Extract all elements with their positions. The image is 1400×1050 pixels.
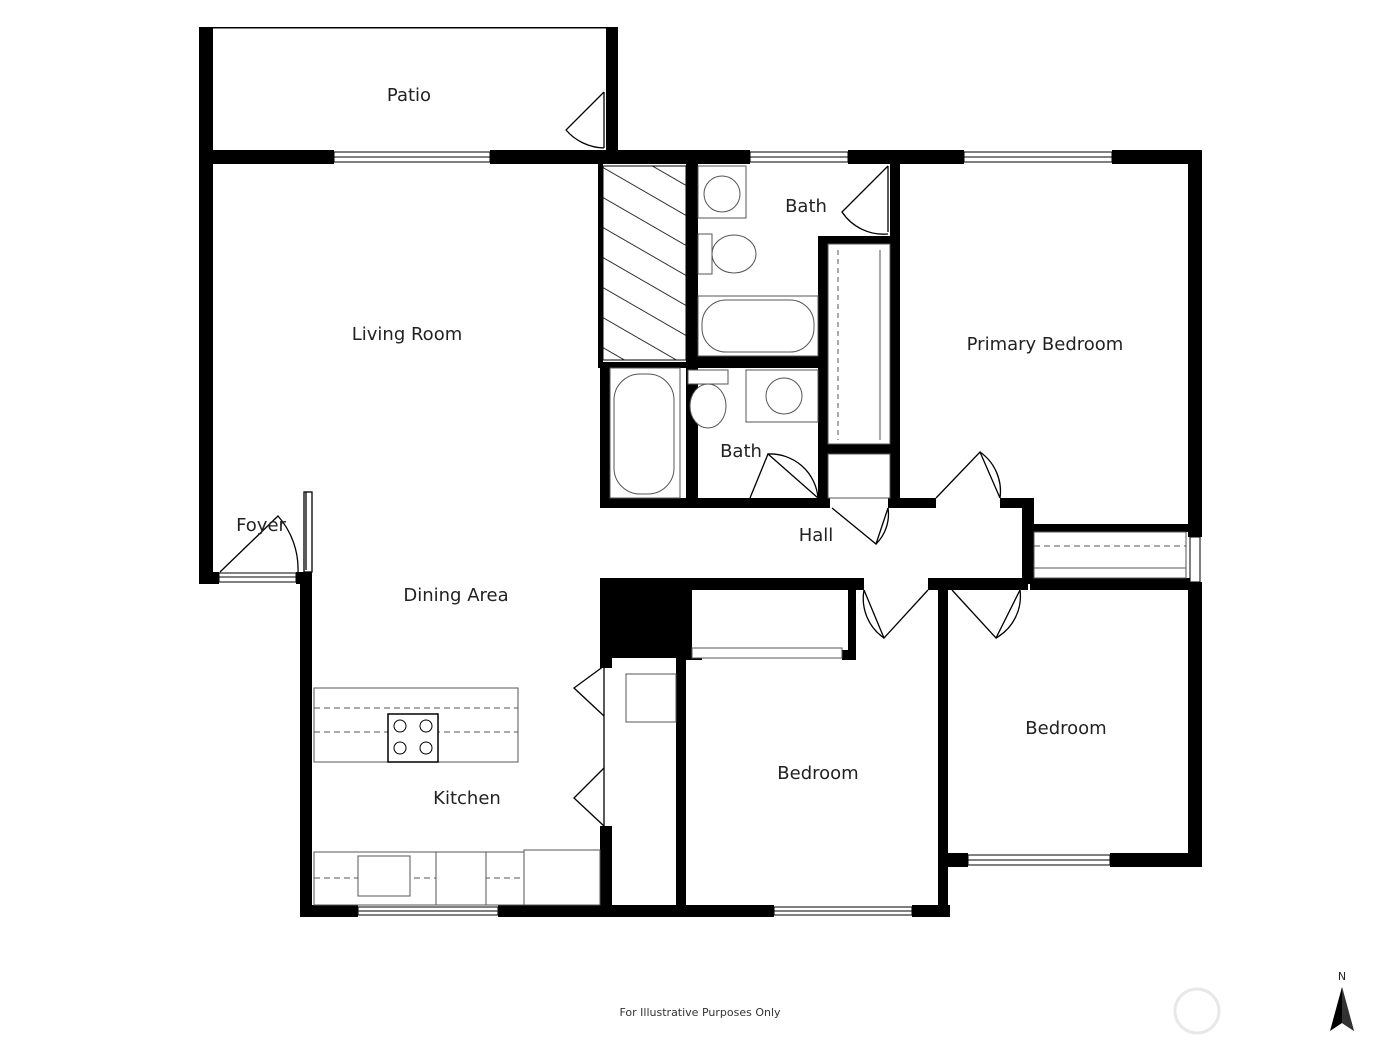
walls <box>199 27 1202 917</box>
fixtures <box>313 165 1187 906</box>
windows <box>218 151 1201 916</box>
north-arrow-icon <box>1330 987 1354 1031</box>
room-label-dining-area: Dining Area <box>403 585 508 606</box>
room-labels: Patio Living Room Bath Bath Primary Bedr… <box>236 85 1123 809</box>
room-label-hall: Hall <box>799 525 834 546</box>
room-label-living-room: Living Room <box>352 324 463 345</box>
room-label-kitchen: Kitchen <box>433 788 501 809</box>
room-label-patio: Patio <box>387 85 431 106</box>
room-label-bath-lower: Bath <box>720 441 762 462</box>
doors <box>219 91 1022 827</box>
watermark-logo <box>1173 987 1221 1035</box>
compass-north-label: N <box>1337 970 1347 983</box>
disclaimer-text: For Illustrative Purposes Only <box>619 1006 781 1019</box>
room-label-bath-upper: Bath <box>785 196 827 217</box>
room-label-bedroom-right: Bedroom <box>1025 718 1106 739</box>
room-label-foyer: Foyer <box>236 515 286 536</box>
room-label-bedroom-middle: Bedroom <box>777 763 858 784</box>
room-label-primary-bedroom: Primary Bedroom <box>967 334 1124 355</box>
north-compass: N <box>1322 970 1362 1035</box>
